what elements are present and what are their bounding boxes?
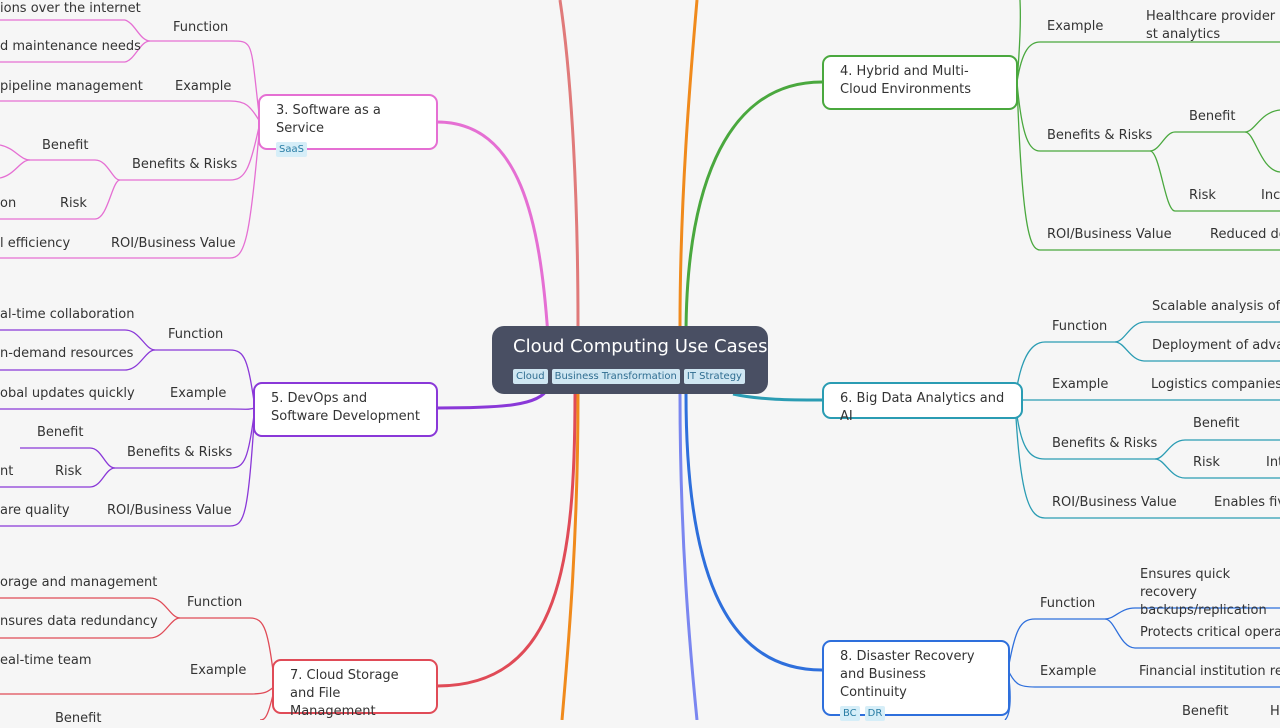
storage-function-item-1[interactable]: orage and management — [0, 575, 158, 590]
storage-example-item[interactable]: eal-time team — [0, 653, 92, 668]
disaster-example-item[interactable]: Financial institution rep — [1139, 664, 1280, 679]
saas-function-item-1[interactable]: ions over the internet — [0, 1, 141, 16]
disaster-function-item-1[interactable]: Ensures quick recovery backups/replicati… — [1140, 567, 1267, 618]
saas-benefit-label[interactable]: Benefit — [42, 138, 89, 153]
connector-offscreen-top-right — [678, 0, 699, 327]
saas-example-item[interactable]: pipeline management — [0, 79, 143, 94]
connector-offscreen-bottom-right — [678, 393, 699, 720]
tag-business-transformation[interactable]: Business Transformation — [551, 369, 680, 384]
connector-offscreen-bottom-left — [560, 393, 580, 720]
saas-risk-item[interactable]: on — [0, 196, 17, 211]
connector-root-disaster — [684, 393, 823, 672]
disaster-benefit-item[interactable]: H — [1270, 704, 1280, 719]
storage-benefit-label[interactable]: Benefit — [55, 711, 102, 726]
devops-benefit-label[interactable]: Benefit — [37, 425, 84, 440]
connector-offscreen-top-left — [558, 0, 580, 327]
topic-devops[interactable]: 5. DevOps and Software Development — [253, 382, 438, 437]
devops-benefits-risks-label[interactable]: Benefits & Risks — [127, 445, 233, 460]
devops-example-item[interactable]: obal updates quickly — [0, 386, 135, 401]
topic-hybrid-title: 4. Hybrid and Multi-Cloud Environments — [840, 64, 972, 97]
topic-bigdata[interactable]: 6. Big Data Analytics and AI — [822, 382, 1023, 424]
bigdata-example-item[interactable]: Logistics companies o — [1151, 377, 1280, 392]
topic-hybrid[interactable]: 4. Hybrid and Multi-Cloud Environments — [822, 55, 1018, 110]
bigdata-benefit-label[interactable]: Benefit — [1193, 416, 1240, 431]
saas-roi-label[interactable]: ROI/Business Value — [111, 236, 236, 251]
tag-dr[interactable]: DR — [864, 706, 886, 721]
tag-saas[interactable]: SaaS — [276, 142, 307, 157]
devops-example-label[interactable]: Example — [170, 386, 227, 401]
root-topic[interactable]: Cloud Computing Use Cases Cloud Business… — [492, 326, 768, 394]
bigdata-roi-label[interactable]: ROI/Business Value — [1052, 495, 1177, 510]
devops-risk-item[interactable]: nt — [0, 464, 14, 479]
devops-function-item-2[interactable]: n-demand resources — [0, 346, 134, 361]
hybrid-risk-label[interactable]: Risk — [1189, 188, 1216, 203]
bigdata-example-label[interactable]: Example — [1052, 377, 1109, 392]
storage-function-label[interactable]: Function — [187, 595, 243, 610]
saas-example-label[interactable]: Example — [175, 79, 232, 94]
bigdata-risk-item[interactable]: Int — [1266, 455, 1280, 470]
bigdata-function-item-1[interactable]: Scalable analysis of m — [1152, 299, 1280, 314]
disaster-connectors — [1004, 607, 1280, 720]
topic-storage[interactable]: 7. Cloud Storage and File Management — [272, 659, 438, 719]
topic-storage-title: 7. Cloud Storage and File Management — [290, 668, 399, 719]
root-tags: Cloud Business Transformation IT Strateg… — [513, 369, 768, 384]
saas-roi-item[interactable]: l efficiency — [0, 236, 71, 251]
devops-function-label[interactable]: Function — [168, 327, 224, 342]
storage-example-label[interactable]: Example — [190, 663, 247, 678]
bigdata-function-label[interactable]: Function — [1052, 319, 1108, 334]
hybrid-connectors — [1016, 0, 1280, 251]
disaster-benefit-label[interactable]: Benefit — [1182, 704, 1229, 719]
topic-saas-title: 3. Software as a Service — [276, 103, 381, 136]
topic-disaster[interactable]: 8. Disaster Recovery and Business Contin… — [822, 640, 1010, 721]
disaster-function-label[interactable]: Function — [1040, 596, 1096, 611]
tag-it-strategy[interactable]: IT Strategy — [683, 369, 745, 384]
connector-root-hybrid — [684, 80, 823, 337]
bigdata-roi-item[interactable]: Enables fiv — [1214, 495, 1280, 510]
hybrid-roi-item[interactable]: Reduced do — [1210, 227, 1280, 242]
hybrid-risk-item[interactable]: Inc — [1261, 188, 1280, 203]
saas-connectors — [0, 19, 261, 259]
connector-root-bigdata — [732, 392, 823, 402]
bigdata-function-item-2[interactable]: Deployment of advan — [1152, 338, 1280, 353]
hybrid-roi-label[interactable]: ROI/Business Value — [1047, 227, 1172, 242]
bigdata-risk-label[interactable]: Risk — [1193, 455, 1220, 470]
saas-function-item-2[interactable]: d maintenance needs — [0, 39, 141, 54]
devops-connectors — [0, 329, 256, 527]
devops-function-item-1[interactable]: al-time collaboration — [0, 307, 135, 322]
saas-function-label[interactable]: Function — [173, 20, 229, 35]
tag-bc[interactable]: BC — [840, 706, 860, 721]
disaster-example-label[interactable]: Example — [1040, 664, 1097, 679]
topic-devops-title: 5. DevOps and Software Development — [271, 391, 420, 424]
hybrid-example-item[interactable]: Healthcare provider st analytics — [1146, 9, 1276, 42]
root-title: Cloud Computing Use Cases — [513, 336, 768, 357]
tag-cloud[interactable]: Cloud — [513, 369, 548, 384]
bigdata-connectors — [1014, 321, 1280, 519]
devops-risk-label[interactable]: Risk — [55, 464, 82, 479]
connector-root-storage — [436, 393, 577, 688]
devops-roi-label[interactable]: ROI/Business Value — [107, 503, 232, 518]
topic-bigdata-title: 6. Big Data Analytics and AI — [840, 391, 1005, 424]
bigdata-benefits-risks-label[interactable]: Benefits & Risks — [1052, 436, 1158, 451]
hybrid-example-label[interactable]: Example — [1047, 19, 1104, 34]
topic-saas[interactable]: 3. Software as a Service SaaS — [258, 94, 438, 157]
storage-function-item-2[interactable]: nsures data redundancy — [0, 614, 158, 629]
hybrid-benefit-label[interactable]: Benefit — [1189, 109, 1236, 124]
topic-disaster-title: 8. Disaster Recovery and Business Contin… — [840, 649, 975, 700]
saas-benefits-risks-label[interactable]: Benefits & Risks — [132, 157, 238, 172]
connector-root-saas — [436, 120, 550, 337]
disaster-function-item-2[interactable]: Protects critical operati — [1140, 625, 1280, 640]
hybrid-benefits-risks-label[interactable]: Benefits & Risks — [1047, 128, 1153, 143]
devops-roi-item[interactable]: are quality — [0, 503, 70, 518]
saas-risk-label[interactable]: Risk — [60, 196, 87, 211]
